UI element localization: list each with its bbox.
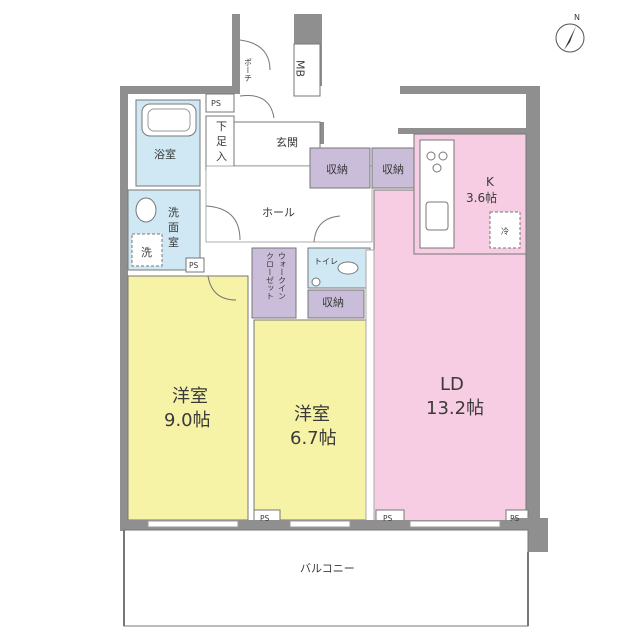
mb-box [293, 43, 321, 97]
notch-wall [320, 122, 324, 144]
washing-machine-space [131, 233, 163, 267]
porch-door-arc [239, 39, 271, 71]
storage-2-label: 収納 [382, 163, 404, 176]
window-3 [409, 520, 501, 528]
north-compass: N [555, 13, 585, 53]
bedroom-1 [127, 275, 249, 521]
storage-3-label: 収納 [322, 296, 344, 309]
sliding-partition [365, 249, 375, 523]
compass-north-label: N [574, 13, 580, 22]
storage-3 [307, 289, 365, 319]
top-right-wall [398, 128, 538, 134]
left-wall [120, 94, 128, 524]
bedroom1-door-arc [207, 275, 237, 301]
burner-icon [432, 163, 442, 173]
shoe-closet-label-1: 下 [216, 120, 227, 133]
ld-name-label: LD [440, 374, 464, 395]
window-1 [147, 520, 239, 528]
ps-wash-box [185, 257, 205, 273]
shoe-closet-label-3: 入 [216, 150, 227, 163]
wash-machine-label: 洗 [141, 246, 152, 259]
window-2 [289, 520, 351, 528]
bedroom-2 [253, 319, 367, 521]
bathtub-inner [147, 108, 191, 132]
entrance [233, 121, 321, 167]
hall-door-arc [205, 205, 241, 241]
porch-label: ポーチ [244, 58, 253, 82]
walk-in-label-1: ウォークイン [278, 252, 287, 300]
ps-bottom-1-label: PS [260, 514, 270, 523]
entry-door-arc [239, 94, 275, 119]
hall-label: ホール [262, 206, 295, 219]
toilet-bowl-icon [337, 261, 359, 275]
sink-icon [135, 197, 157, 223]
washroom-label-1: 洗 [168, 206, 179, 219]
ld-size-label: 13.2帖 [426, 398, 484, 419]
ps-bottom-2-label: PS [383, 514, 393, 523]
ps-bottom-3-label: PS [510, 514, 520, 523]
kitchen-name-label: K [486, 175, 495, 189]
right-wall [526, 128, 538, 524]
shoe-closet-label-2: 足 [216, 135, 227, 148]
mb-label: MB [294, 60, 307, 77]
burner-icon [426, 151, 436, 161]
entrance-label: 玄関 [276, 135, 298, 149]
washroom-label-3: 室 [168, 235, 179, 249]
burner-icon [438, 151, 448, 161]
ps-top-label: PS [211, 99, 221, 108]
bedroom2-name-label: 洋室 [294, 404, 330, 425]
hall-door-arc-2 [313, 215, 341, 243]
kitchen-sink-icon [425, 201, 449, 231]
bedroom2-size-label: 6.7帖 [290, 428, 337, 449]
fridge-space [489, 211, 521, 249]
bathtub-icon [141, 103, 197, 137]
storage-1-label: 収納 [326, 163, 348, 176]
toilet-label: トイレ [314, 257, 338, 266]
storage-2 [371, 147, 417, 189]
balcony-label: バルコニー [300, 562, 355, 575]
fridge-label: 冷 [501, 226, 509, 236]
compass-arrow-icon [564, 26, 576, 50]
bedroom1-size-label: 9.0帖 [164, 410, 211, 431]
shoe-closet [205, 115, 235, 171]
kitchen-size-label: 3.6帖 [466, 190, 497, 205]
walk-in-label-2: クローゼット [266, 252, 275, 300]
washroom-label-2: 面 [168, 221, 179, 234]
balcony [123, 529, 529, 627]
bedroom1-name-label: 洋室 [172, 386, 208, 407]
storage-1 [309, 147, 371, 189]
ps-top-box [205, 93, 235, 113]
bathroom-label: 浴室 [154, 147, 176, 161]
kitchen-counter [419, 139, 455, 249]
ps-wash-label: PS [189, 261, 199, 270]
notch-outside [320, 86, 400, 134]
walk-in-closet [251, 247, 297, 319]
toilet-sink-icon [311, 277, 321, 287]
